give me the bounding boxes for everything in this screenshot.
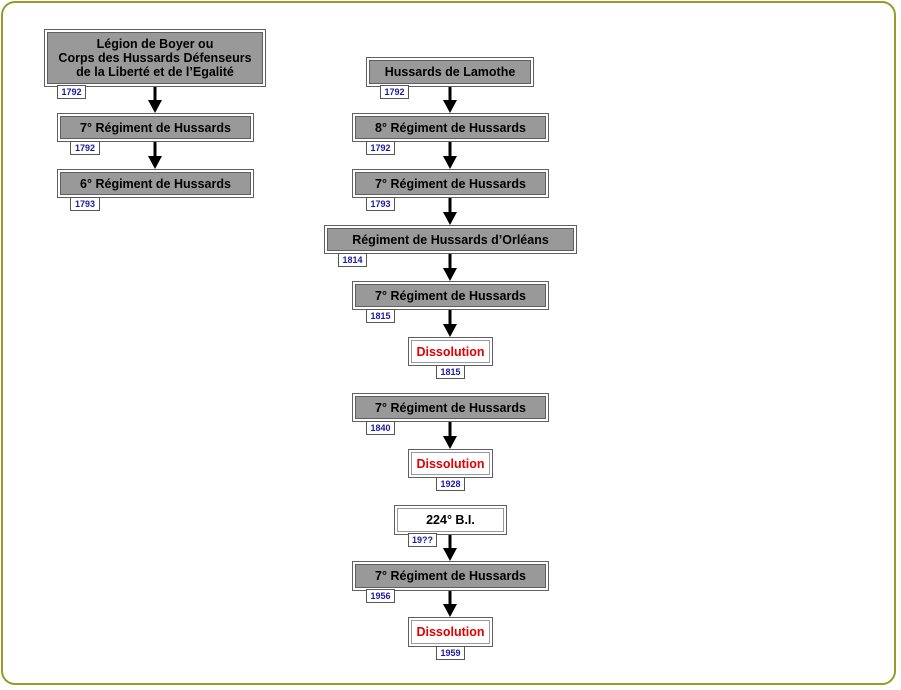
- arrowhead-right-2: [443, 156, 457, 169]
- year-badge-right-9: 19??: [408, 533, 437, 547]
- arrowhead-right-5: [443, 324, 457, 337]
- node-dissolution-1928: Dissolution: [408, 449, 493, 478]
- year-badge-right-5: 1815: [366, 309, 395, 323]
- node-left-7e-regiment: 7° Régiment de Hussards: [57, 113, 254, 142]
- node-legion-line-3: de la Liberté et de l’Egalité: [76, 65, 234, 79]
- year-badge-left-3: 1793: [70, 197, 100, 211]
- node-left-6e-regiment: 6° Régiment de Hussards: [57, 169, 254, 198]
- arrowhead-right-7: [443, 548, 457, 561]
- arrowhead-right-6: [443, 436, 457, 449]
- year-badge-right-11: 1959: [436, 646, 465, 660]
- year-badge-right-4: 1814: [338, 253, 367, 267]
- node-224-bi: 224° B.I.: [394, 505, 507, 535]
- node-legion-line-1: Légion de Boyer ou: [96, 37, 214, 51]
- year-badge-right-10: 1956: [366, 589, 395, 603]
- arrowhead-right-8: [443, 604, 457, 617]
- year-badge-right-2: 1792: [366, 141, 395, 155]
- arrowhead-left-1: [148, 100, 162, 113]
- arrowhead-right-1: [443, 100, 457, 113]
- year-badge-right-3: 1793: [366, 197, 395, 211]
- node-7e-regiment-1815: 7° Régiment de Hussards: [352, 281, 549, 310]
- node-7e-regiment-1793: 7° Régiment de Hussards: [352, 169, 549, 198]
- node-7e-regiment-1840: 7° Régiment de Hussards: [352, 393, 549, 422]
- arrowhead-right-3: [443, 212, 457, 225]
- node-dissolution-1815: Dissolution: [408, 337, 493, 366]
- node-hussards-de-lamothe: Hussards de Lamothe: [366, 57, 534, 87]
- year-badge-right-8: 1928: [436, 477, 465, 491]
- node-8e-regiment: 8° Régiment de Hussards: [352, 113, 549, 142]
- year-badge-right-1: 1792: [380, 85, 409, 99]
- year-badge-left-1: 1792: [57, 85, 86, 99]
- year-badge-right-7: 1840: [366, 421, 395, 435]
- node-legion-de-boyer: Légion de Boyer ou Corps des Hussards Dé…: [44, 29, 266, 87]
- year-badge-right-6: 1815: [436, 365, 465, 379]
- node-regiment-orleans: Régiment de Hussards d’Orléans: [324, 225, 577, 254]
- year-badge-left-2: 1792: [70, 141, 100, 155]
- arrowhead-right-4: [443, 268, 457, 281]
- arrowhead-left-2: [148, 156, 162, 169]
- node-legion-line-2: Corps des Hussards Défenseurs: [58, 51, 252, 65]
- node-dissolution-1959: Dissolution: [408, 617, 493, 647]
- node-7e-regiment-1956: 7° Régiment de Hussards: [352, 561, 549, 591]
